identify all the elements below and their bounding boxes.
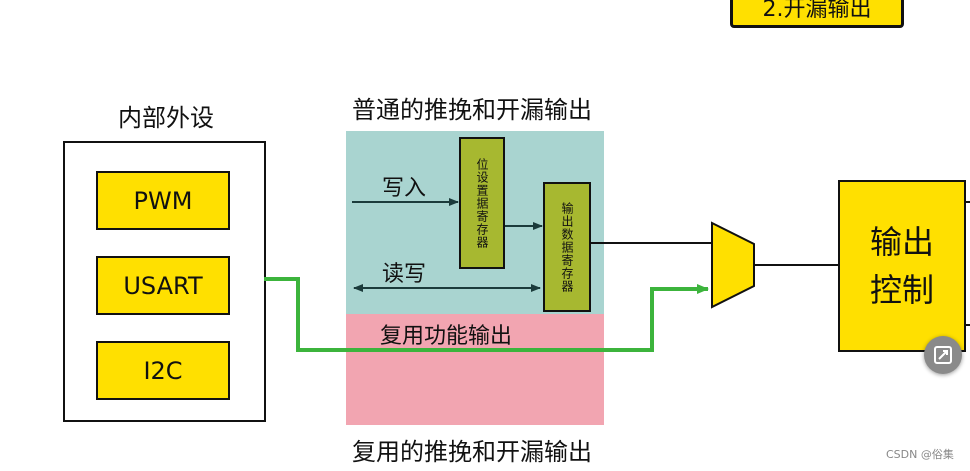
normal-section-title: 普通的推挽和开漏输出: [352, 96, 592, 124]
output-mux: [711, 221, 755, 309]
alt-section-caption: 复用的推挽和开漏输出: [352, 438, 592, 466]
bit-set-register-label: 位设置据寄存器: [475, 157, 489, 249]
watermark: CSDN @俗集: [886, 448, 954, 461]
output-control-block: 输出控制: [838, 180, 966, 352]
output-control-label: 输出控制: [869, 223, 934, 309]
i2c-label: I2C: [143, 356, 183, 385]
image-expand-icon: [934, 346, 952, 364]
write-label: 写入: [382, 176, 427, 201]
alt-function-panel: [346, 314, 604, 425]
pwm-label: PWM: [133, 186, 193, 215]
usart-label: USART: [123, 271, 203, 300]
section-badge-text: 2.开漏输出: [762, 0, 872, 22]
i2c-block: I2C: [96, 341, 230, 400]
image-tool-button[interactable]: [924, 336, 962, 374]
readwrite-label: 读写: [382, 262, 427, 287]
alt-function-path: [264, 277, 709, 352]
section-badge: 2.开漏输出: [730, 0, 904, 28]
usart-block: USART: [96, 256, 230, 315]
alt-function-label: 复用功能输出: [380, 324, 513, 349]
pwm-block: PWM: [96, 171, 230, 230]
output-data-register-label: 输出数据寄存器: [560, 201, 574, 293]
peripheral-title: 内部外设: [118, 104, 214, 132]
output-data-register: 输出数据寄存器: [543, 182, 591, 312]
bit-set-register: 位设置据寄存器: [459, 137, 505, 269]
